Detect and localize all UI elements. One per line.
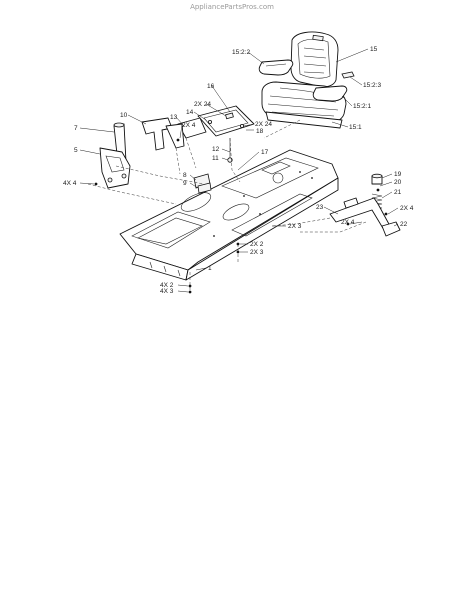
callout-5: 5 [74, 147, 78, 154]
callout-labels: 15 15:2:2 15:2:3 15:2:1 15:1 16 2X 24 14… [63, 46, 414, 295]
watermark-text: AppliancePartsPros.com [190, 3, 274, 11]
callout-10: 10 [120, 112, 128, 119]
mount-bracket-5 [99, 147, 131, 189]
pedal-assembly [329, 173, 401, 237]
fastener-dots [94, 138, 388, 294]
seat-pan [177, 105, 255, 163]
bracket-10 [141, 117, 185, 151]
callout-9: 9 [183, 180, 187, 187]
callout-13: 13 [170, 114, 178, 121]
callout-14: 14 [186, 109, 194, 116]
callout-2x24-b: 2X 24 [255, 121, 272, 128]
callout-7: 7 [74, 125, 78, 132]
callout-16: 16 [207, 83, 215, 90]
callout-2x2: 2X 2 [250, 241, 264, 248]
callout-15: 15 [370, 46, 378, 53]
callout-11: 11 [212, 155, 219, 162]
callout-4x4: 4X 4 [63, 180, 77, 187]
callout-2x4-a: 2X 4 [182, 122, 196, 129]
callout-19: 19 [394, 171, 402, 178]
leader-lines [79, 48, 399, 293]
callout-22: 22 [400, 221, 408, 228]
callout-4x3: 4X 3 [160, 288, 174, 295]
callout-1: 1 [208, 265, 212, 272]
callout-2x4-c: 2X 4 [341, 219, 355, 226]
callout-2x3-a: 2X 3 [288, 223, 302, 230]
callout-8: 8 [183, 172, 187, 179]
callout-18: 18 [256, 128, 264, 135]
callout-2x4-b: 2X 4 [400, 205, 414, 212]
callout-23: 23 [316, 204, 324, 211]
callout-15-1: 15:1 [349, 124, 362, 131]
callout-15-2-2: 15:2:2 [232, 49, 250, 56]
callout-21: 21 [394, 189, 402, 196]
callout-15-2-1: 15:2:1 [353, 103, 371, 110]
callout-17: 17 [261, 149, 269, 156]
callout-20: 20 [394, 179, 402, 186]
seat-assembly [258, 31, 355, 129]
main-frame [119, 149, 339, 281]
callout-15-2-3: 15:2:3 [363, 82, 381, 89]
callout-2x3-b: 2X 3 [250, 249, 264, 256]
callout-4x2: 4X 2 [160, 282, 174, 289]
callout-2x24-a: 2X 24 [194, 101, 211, 108]
assembly-lines [87, 119, 367, 290]
callout-12: 12 [212, 146, 220, 153]
